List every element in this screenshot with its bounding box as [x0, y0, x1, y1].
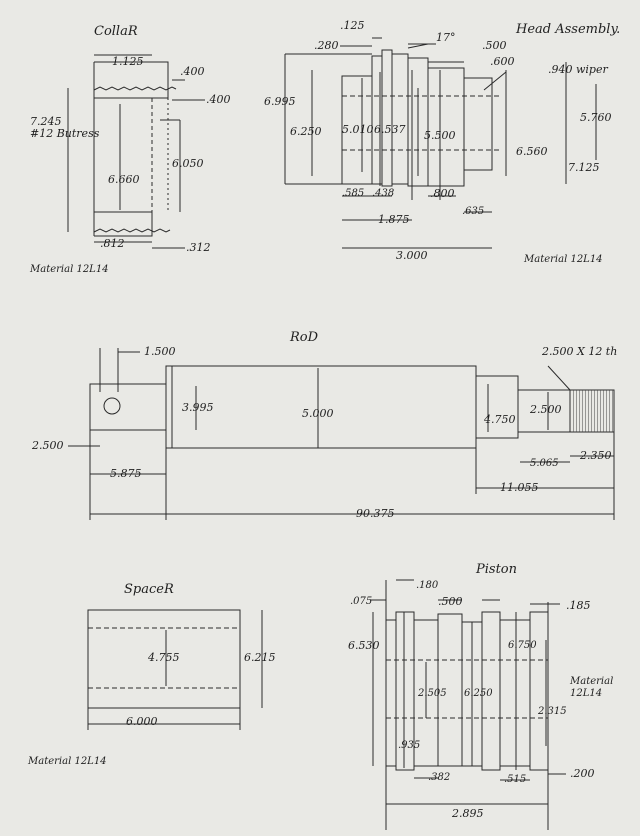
piston-dim-075: .075	[350, 596, 373, 607]
piston-dim-180: .180	[416, 580, 439, 591]
rod-dim-4750: 4.750	[484, 413, 516, 426]
piston-dim-6750: 6.750	[508, 640, 537, 651]
rod-step	[476, 376, 518, 438]
collar-material: Material 12L14	[30, 264, 109, 275]
head-dim-3000: 3.000	[396, 249, 428, 262]
head-dim-5010: 5.010	[342, 123, 374, 136]
rod-dim-2500-left: 2.500	[32, 439, 64, 452]
head-drawing	[285, 38, 596, 248]
piston-dim-2315: 2.315	[538, 706, 567, 717]
rod-thread-spec: 2.500 X 12 th	[542, 345, 618, 358]
spacer-material: Material 12L14	[28, 756, 107, 767]
spacer-body	[88, 610, 240, 708]
collar-dim-6660: 6.660	[108, 173, 140, 186]
collar-dim-312: .312	[186, 241, 211, 254]
rod-drawing	[68, 348, 614, 520]
piston-dim-2505: 2.505	[418, 688, 447, 699]
head-dim-6537: 6.537	[374, 123, 406, 136]
head-dim-6995: 6.995	[264, 95, 296, 108]
piston-dim-500: .500	[438, 595, 463, 608]
collar-dim-6050: 6.050	[172, 157, 204, 170]
head-dim-635: .635	[462, 206, 485, 217]
spacer-dim-6215: 6.215	[244, 651, 276, 664]
collar-dim-400-top: .400	[180, 65, 205, 78]
collar-thread-bottom	[94, 229, 170, 232]
piston-dim-6530: 6.530	[348, 639, 380, 652]
piston-dim-382: .382	[428, 772, 451, 783]
collar-drawing	[68, 55, 205, 248]
collar-thread-top	[94, 87, 176, 90]
head-dim-438: .438	[372, 188, 395, 199]
head-dim-6250: 6.250	[290, 125, 322, 138]
head-dim-angle: 17°	[436, 31, 456, 44]
head-dim-5500: 5.500	[424, 129, 456, 142]
collar-title: CollaR	[94, 24, 138, 39]
collar-dim-812: .812	[100, 237, 125, 250]
piston-dim-935: .935	[398, 740, 421, 751]
head-dim-5760: 5.760	[580, 111, 612, 124]
piston-drawing	[370, 580, 566, 830]
spacer-dim-4755: 4.755	[148, 651, 180, 664]
collar-outline-bottom	[94, 212, 152, 236]
rod-pin-hole	[103, 397, 121, 415]
head-dim-800: .800	[430, 187, 455, 200]
piston-dim-2895: 2.895	[452, 807, 484, 820]
rod-dim-overall: 90.375	[356, 507, 395, 520]
piston-title: Piston	[476, 562, 517, 577]
rod-thread-hatch	[570, 390, 614, 432]
spacer-drawing	[88, 610, 262, 730]
piston-material: Material 12L14	[570, 676, 614, 699]
rod-end-body	[90, 384, 166, 430]
piston-dim-6250: 6.250	[464, 688, 493, 699]
collar-outline-top	[94, 62, 168, 98]
head-title: Head Assembly.	[516, 22, 621, 37]
collar-dim-400: .400	[206, 93, 231, 106]
piston-dim-185: .185	[566, 599, 591, 612]
rod-dim-5000: 5.000	[302, 407, 334, 420]
head-dim-600: .600	[490, 55, 515, 68]
spacer-dim-6000: 6.000	[126, 715, 158, 728]
rod-dim-3995: 3.995	[182, 401, 214, 414]
piston-dim-515: .515	[504, 774, 527, 785]
head-dim-7125: 7.125	[568, 161, 600, 174]
collar-dim-width: 1.125	[112, 55, 144, 68]
piston-dim-200: .200	[570, 767, 595, 780]
rod-dim-5065: 5.065	[530, 458, 559, 469]
rod-title: RoD	[290, 330, 319, 345]
head-dim-1875: 1.875	[378, 213, 410, 226]
collar-thread-spec: #12 Butress	[30, 127, 100, 140]
head-dim-wiper: .940 wiper	[548, 63, 608, 76]
rod-dim-5875: 5.875	[110, 467, 142, 480]
head-dim-500: .500	[482, 39, 507, 52]
head-dim-280: .280	[314, 39, 339, 52]
rod-dim-11055: 11.055	[500, 481, 539, 494]
head-dim-585: .585	[342, 188, 365, 199]
rod-dim-1500: 1.500	[144, 345, 176, 358]
spacer-title: SpaceR	[124, 582, 174, 597]
head-material: Material 12L14	[524, 254, 603, 265]
head-dim-6560: 6.560	[516, 145, 548, 158]
collar-dim-length: 7.245	[30, 115, 62, 128]
rod-dim-2350: 2.350	[580, 449, 612, 462]
rod-dim-2500-end: 2.500	[530, 403, 562, 416]
head-dim-125: .125	[340, 19, 365, 32]
